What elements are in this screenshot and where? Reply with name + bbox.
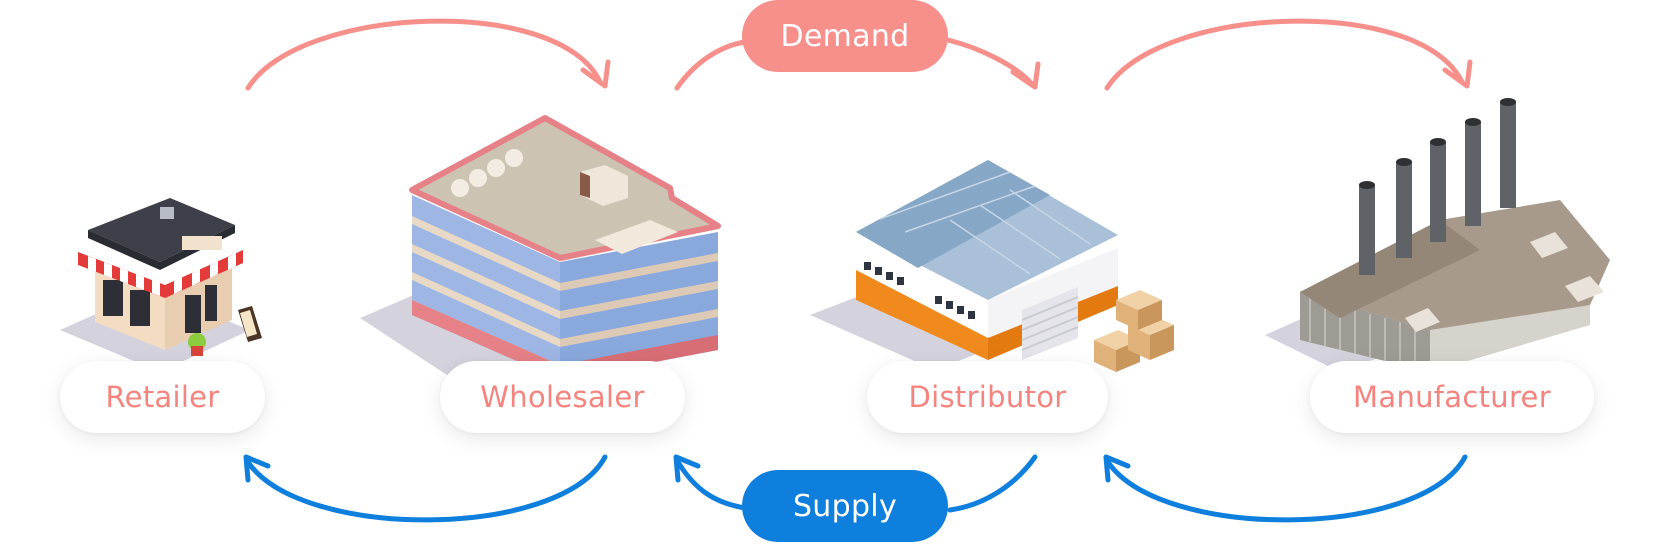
- factory-icon: [1265, 98, 1610, 372]
- distribution-warehouse-icon: [810, 160, 1174, 372]
- supply-arrow-manufacturer-to-distributor: [1105, 454, 1468, 523]
- retailer-node: Retailer: [60, 361, 265, 433]
- demand-arrow-wholesaler-to-distributor-left: [674, 39, 748, 91]
- manufacturer-node-label: Manufacturer: [1353, 380, 1551, 414]
- distributor-node-label: Distributor: [908, 380, 1067, 414]
- wholesale-building-icon: [360, 115, 721, 390]
- manufacturer-node: Manufacturer: [1310, 361, 1594, 433]
- demand-arrow-retailer-to-wholesaler: [245, 18, 603, 91]
- wholesaler-node: Wholesaler: [440, 361, 685, 433]
- supply-label: Supply: [742, 470, 948, 542]
- supply-arrow-distributor-to-wholesaler-right: [947, 454, 1038, 513]
- supply-arrow-distributor-to-wholesaler-left: [675, 459, 748, 511]
- demand-arrow-distributor-to-manufacturer: [1104, 18, 1465, 91]
- retail-shop-icon: [60, 198, 262, 372]
- supply-arrow-wholesaler-to-retailer: [245, 454, 608, 523]
- wholesaler-node-label: Wholesaler: [480, 380, 645, 414]
- distributor-node: Distributor: [867, 361, 1108, 433]
- supply-label-text: Supply: [792, 488, 898, 524]
- demand-label: Demand: [742, 0, 948, 72]
- retailer-node-label: Retailer: [105, 380, 220, 414]
- demand-label-text: Demand: [780, 18, 910, 54]
